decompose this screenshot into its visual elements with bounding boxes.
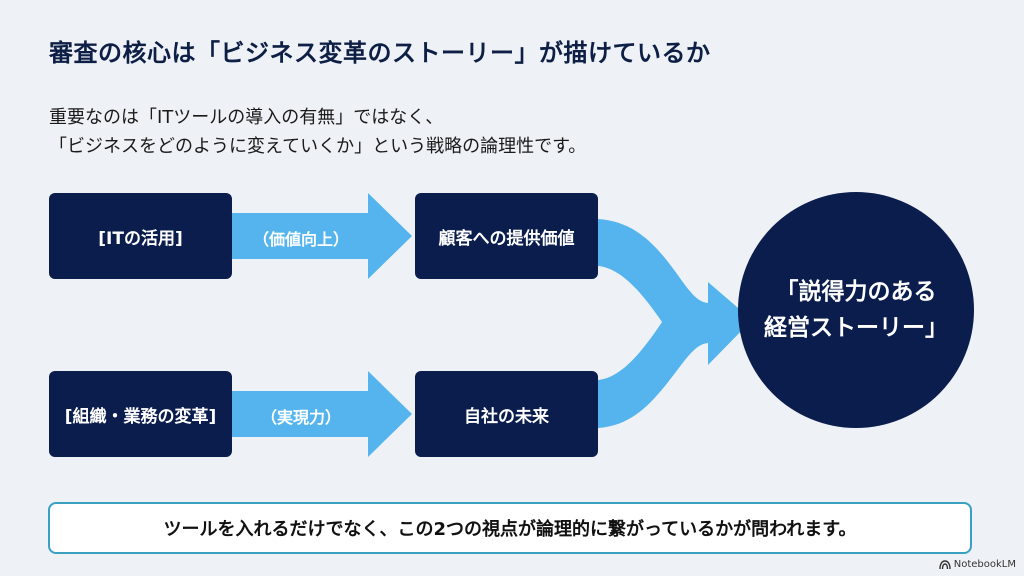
node-org-transformation: [組織・業務の変革]: [49, 371, 232, 457]
page-title: 審査の核心は「ビジネス変革のストーリー」が描けているか: [49, 39, 711, 67]
result-line-1: 「説得力のある: [775, 279, 937, 305]
conclusion-box: ツールを入れるだけでなく、この2つの視点が論理的に繋がっているかが問われます。: [48, 502, 972, 554]
node-it-utilization: [ITの活用]: [49, 193, 232, 279]
notebooklm-logo-icon: [939, 559, 951, 569]
result-circle: 「説得力のある 経営ストーリー」: [738, 192, 974, 428]
top-arrow: [232, 193, 412, 279]
merge-arrow: [598, 219, 752, 428]
bottom-arrow: [232, 371, 412, 457]
conclusion-text: ツールを入れるだけでなく、この2つの視点が論理的に繋がっているかが問われます。: [163, 519, 857, 540]
result-line-2: 経営ストーリー」: [764, 315, 948, 341]
node-company-future: 自社の未来: [415, 371, 598, 457]
subtitle-line-2: 「ビジネスをどのように変えていくか」という戦略の論理性です。: [49, 136, 587, 157]
arrow-label-execution: （実現力）: [260, 408, 341, 427]
node-customer-value: 顧客への提供価値: [415, 193, 598, 279]
subtitle-line-1: 重要なのは「ITツールの導入の有無」ではなく、: [49, 107, 444, 128]
notebooklm-watermark: NotebookLM: [939, 559, 1016, 570]
arrow-label-value-up: （価値向上）: [252, 230, 349, 249]
subtitle: 重要なのは「ITツールの導入の有無」ではなく、 「ビジネスをどのように変えていく…: [49, 103, 586, 161]
watermark-text: NotebookLM: [953, 559, 1016, 570]
